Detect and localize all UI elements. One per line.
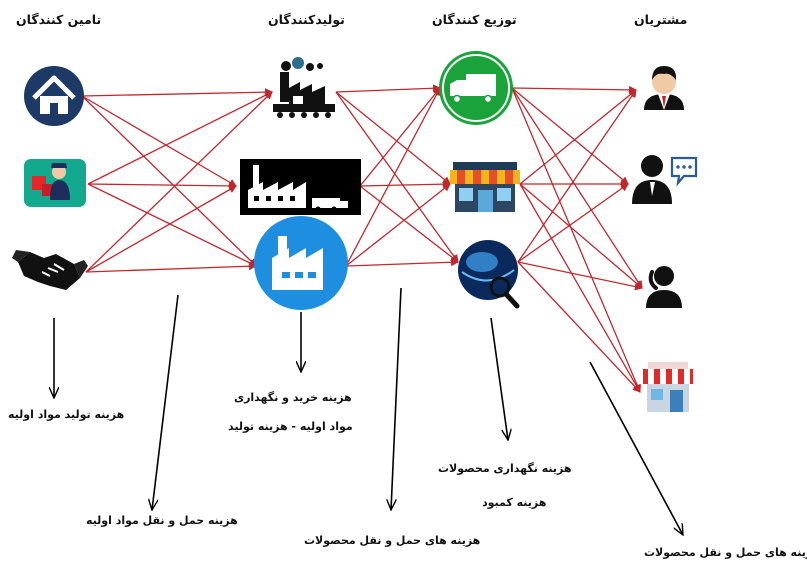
note-arrow-product-transport-2: [589, 361, 683, 535]
handshake-icon: [12, 250, 88, 290]
flow-arrow-2-0-3: [511, 87, 641, 393]
note-purchase-storage-line2: مواد اولیه - هزینه تولید: [228, 420, 353, 433]
flow-arrow-1-2-1: [345, 183, 451, 267]
flow-arrow-2-2-2: [517, 261, 643, 291]
flow-arrow-0-2-2: [85, 262, 257, 273]
note-product-storage-line2: هزینه کمبود: [482, 496, 547, 509]
note-raw-material-production-cost: هزینه تولید مواد اولیه: [8, 408, 125, 421]
flow-arrow-2-1-3: [519, 183, 641, 393]
note-arrows: [54, 287, 683, 535]
note-product-transport-cost-2: هزینه های حمل و نقل محصولات: [644, 546, 807, 559]
flow-arrow-0-2-0: [85, 91, 273, 273]
flow-arrow-0-1-0: [87, 91, 273, 185]
customer-phone-icon: [646, 266, 682, 308]
globe-search-icon: [458, 240, 520, 309]
column-header-manufacturers: تولیدکنندگان: [268, 12, 345, 27]
flow-arrow-0-0-1: [81, 95, 237, 187]
column-header-customers: مشتریان: [634, 12, 688, 27]
flow-arrow-2-2-3: [517, 261, 641, 393]
delivery-person-icon: [24, 159, 86, 207]
column-header-suppliers: تامین کنندگان: [16, 12, 102, 27]
flow-arrow-2-0-0: [511, 85, 637, 94]
flow-arrows: [81, 84, 643, 393]
flow-arrow-0-0-0: [81, 88, 273, 97]
customer-avatar-icon: [644, 66, 684, 110]
assembly-factory-icon: [273, 57, 335, 118]
customer-chat-icon: [632, 155, 698, 204]
flow-arrow-1-0-0: [335, 84, 441, 93]
note-arrow-product-storage: [490, 317, 508, 440]
flow-arrow-0-2-1: [85, 185, 237, 273]
flow-arrow-1-2-0: [345, 87, 441, 267]
note-product-transport-cost-1: هزینه های حمل و نقل محصولات: [304, 534, 481, 547]
flow-arrow-1-2-2: [345, 258, 459, 267]
note-arrow-product-transport-1: [391, 287, 402, 510]
flow-arrow-0-1-1: [87, 181, 237, 190]
industrial-factory-icon: [240, 159, 361, 215]
column-header-distributors: توزیع کنندگان: [432, 12, 517, 27]
home-icon: [24, 66, 84, 126]
flow-arrow-2-1-2: [519, 183, 643, 289]
note-raw-material-transport-cost: هزینه حمل و نقل مواد اولیه: [86, 514, 238, 527]
flow-arrow-1-0-2: [335, 91, 459, 263]
flow-arrow-0-1-2: [87, 183, 257, 267]
flow-arrow-2-0-1: [511, 87, 629, 185]
note-arrow-raw-transport: [152, 294, 179, 510]
flow-arrow-1-0-1: [335, 91, 451, 185]
flow-arrow-2-0-2: [511, 87, 643, 289]
store-icon: [450, 162, 520, 212]
flow-arrow-1-1-2: [359, 185, 459, 263]
note-product-storage-line1: هزینه نگهداری محصولات: [438, 462, 572, 475]
delivery-truck-icon: [439, 51, 513, 125]
flow-arrow-2-1-0: [519, 89, 637, 185]
flow-arrow-2-2-1: [517, 183, 629, 263]
flow-arrow-2-2-0: [517, 89, 637, 263]
factory-circle-icon: [254, 216, 348, 310]
flow-arrow-1-1-1: [359, 180, 451, 189]
note-purchase-storage-line1: هزینه خرید و نگهداری: [234, 391, 352, 404]
shop-icon: [643, 362, 693, 412]
flow-arrow-1-1-0: [359, 87, 441, 187]
flow-arrow-0-0-2: [81, 95, 257, 267]
